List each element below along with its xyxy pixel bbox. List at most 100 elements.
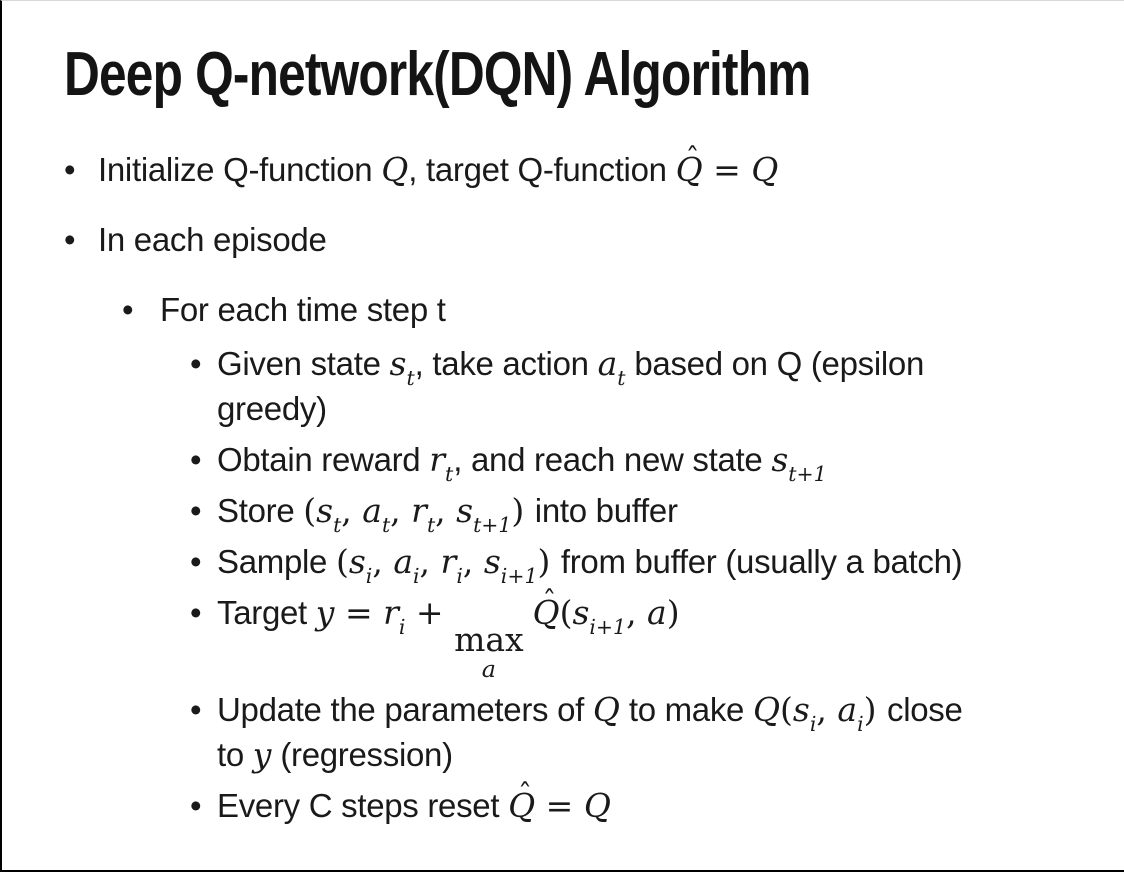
math-variable: a — [362, 491, 382, 530]
hat-accent: ˆ — [542, 584, 557, 618]
bullet-marker: • — [190, 441, 202, 478]
math-subscript: i — [365, 563, 373, 588]
math-operator: , — [419, 542, 441, 581]
math-subscript: i — [398, 614, 406, 639]
bullet-marker: • — [190, 786, 202, 824]
math-variable: s — [572, 593, 590, 632]
math-operator: ( — [303, 491, 317, 530]
bullet-item: • Update the parameters of Q to make Q(si… — [2, 687, 1120, 777]
math-subscript: t — [617, 365, 626, 390]
math-operator: = — [334, 593, 384, 632]
bullet-item: •Given state st, take action at based on… — [2, 341, 1120, 431]
bullet-text: Initialize Q-function Q, target Q-functi… — [98, 142, 779, 193]
math-operator: = — [535, 785, 584, 825]
math-subscript: t — [381, 512, 391, 537]
math-variable: y — [252, 734, 272, 774]
math-subscript: t — [445, 461, 454, 486]
math-variable: Q — [381, 150, 409, 189]
math-variable: r — [429, 440, 446, 479]
math-operator: , — [341, 491, 363, 530]
math-variable: a — [647, 593, 667, 632]
math-operator: ( — [335, 542, 349, 581]
math-subscript: t — [333, 512, 342, 537]
math-variable: a — [393, 542, 413, 581]
math-operator: ( — [780, 689, 793, 729]
math-variable: s — [389, 344, 407, 383]
math-subscript: t+1 — [788, 461, 827, 486]
math-variable: r — [411, 491, 427, 530]
math-variable: r — [383, 593, 399, 632]
bullet-text: In each episode — [98, 221, 327, 258]
math-subscript: i — [857, 711, 864, 736]
math-operator: ) — [666, 593, 680, 632]
bullet-marker: • — [190, 492, 202, 529]
math-subscript: t — [426, 512, 436, 537]
math-variable: Q — [532, 593, 560, 632]
math-variable: s — [483, 542, 501, 581]
bullet-marker: • — [122, 291, 134, 328]
math-operator: , — [390, 491, 412, 530]
math-variable: Q — [508, 785, 536, 825]
math-variable: s — [771, 440, 789, 479]
bullet-item: • In each episode — [2, 217, 1120, 263]
math-variable: s — [456, 491, 474, 530]
bullet-marker: • — [190, 345, 202, 382]
hat-accent: ˆ — [517, 777, 533, 811]
slide-title: Deep Q-network(DQN) Algorithm — [64, 40, 811, 109]
math-operator: ) — [863, 689, 887, 729]
math-variable: y — [315, 593, 335, 632]
math-subscript: t+1 — [473, 512, 512, 537]
math-variable: Q — [751, 150, 779, 189]
math-operator: + — [405, 593, 455, 632]
bullet-item: • Store (st, at, rt, st+1) into buffer — [2, 488, 1120, 537]
math-variable: r — [440, 542, 457, 581]
math-variable: Q — [592, 689, 620, 729]
bullet-marker: • — [190, 543, 202, 580]
math-operator: ) — [511, 491, 535, 530]
math-variable: Q — [675, 150, 703, 189]
math-subscript: i+1 — [500, 563, 538, 588]
math-operator: , — [816, 689, 838, 729]
bullet-text: Update the parameters of Q to make Q(si,… — [217, 689, 963, 774]
bullet-text: Store (st, at, rt, st+1) into buffer — [217, 491, 678, 537]
bullet-item: • Initialize Q-function Q, target Q-funct… — [2, 142, 1120, 193]
bullet-text: Given state st, take action at based on … — [217, 344, 925, 427]
math-variable: s — [348, 542, 366, 581]
bullet-marker: • — [64, 151, 76, 188]
hat-accent: ˆ — [685, 141, 700, 175]
bullet-item: •Obtain reward rt, and reach new state s… — [2, 437, 1120, 486]
math-subscript: t — [406, 365, 415, 390]
math-operator: ) — [537, 542, 561, 581]
math-operator: , — [435, 491, 457, 530]
math-variable: s — [316, 491, 334, 530]
math-variable: a — [597, 344, 618, 383]
bullet-list: • Initialize Q-function Q, target Q-funct… — [2, 142, 1120, 834]
bullet-item: • Sample (si, ai, ri, si+1) from buffer (… — [2, 539, 1120, 588]
math-subscript: i — [413, 563, 420, 588]
max-under-variable: a — [481, 654, 496, 683]
bullet-marker: • — [190, 690, 202, 728]
math-operator: , — [462, 542, 484, 581]
bullet-text: For each time step t — [160, 291, 446, 328]
bullet-text: Sample (si, ai, ri, si+1) from buffer (u… — [217, 542, 963, 588]
bullet-marker: • — [190, 594, 202, 631]
math-subscript: i — [456, 563, 463, 588]
bullet-text: Obtain reward rt, and reach new state st… — [217, 440, 827, 486]
math-subscript: i+1 — [589, 614, 627, 639]
math-variable: Q — [583, 785, 611, 825]
math-variable: Q — [752, 689, 781, 729]
math-subscript: i — [809, 711, 817, 736]
math-variable: s — [792, 689, 810, 729]
math-operator: ( — [559, 593, 573, 632]
math-operator: = — [702, 150, 752, 189]
bullet-marker: • — [64, 221, 76, 258]
math-operator: , — [372, 542, 394, 581]
